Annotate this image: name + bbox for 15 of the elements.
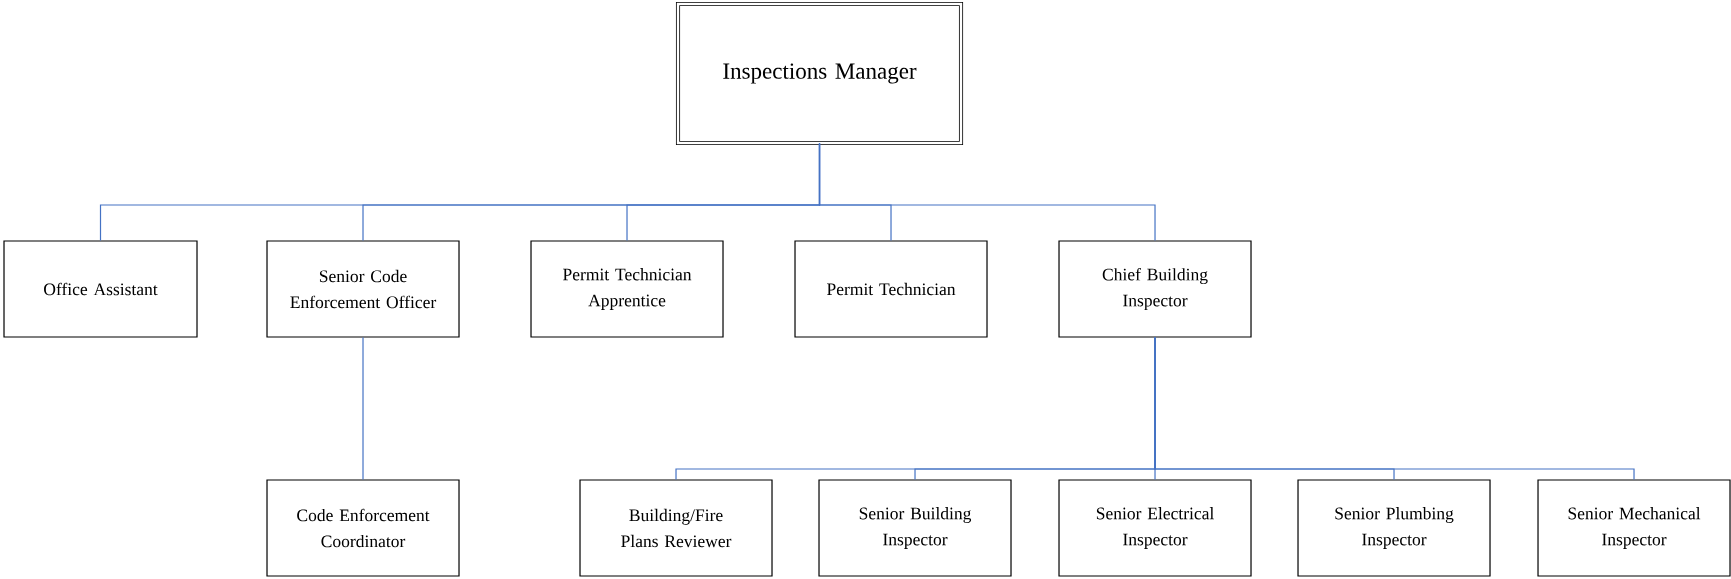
connector-line (1154, 337, 1635, 480)
role-box: Senior Code Enforcement Officer (266, 240, 460, 338)
role-box: Senior Mechanical Inspector (1537, 479, 1731, 577)
role-box: Chief Building Inspector (1058, 240, 1252, 338)
role-box: Senior Plumbing Inspector (1297, 479, 1491, 577)
connector-line (818, 142, 1156, 241)
role-box: Senior Electrical Inspector (1058, 479, 1252, 577)
connector-line (362, 337, 364, 480)
role-box: Office Assistant (3, 240, 198, 338)
role-box: Code Enforcement Coordinator (266, 479, 460, 577)
role-box: Permit Technician Apprentice (530, 240, 724, 338)
role-box: Building/Fire Plans Reviewer (579, 479, 773, 577)
title-box: Inspections Manager (675, 1, 964, 146)
role-box: Permit Technician (794, 240, 988, 338)
role-box: Senior Building Inspector (818, 479, 1012, 577)
